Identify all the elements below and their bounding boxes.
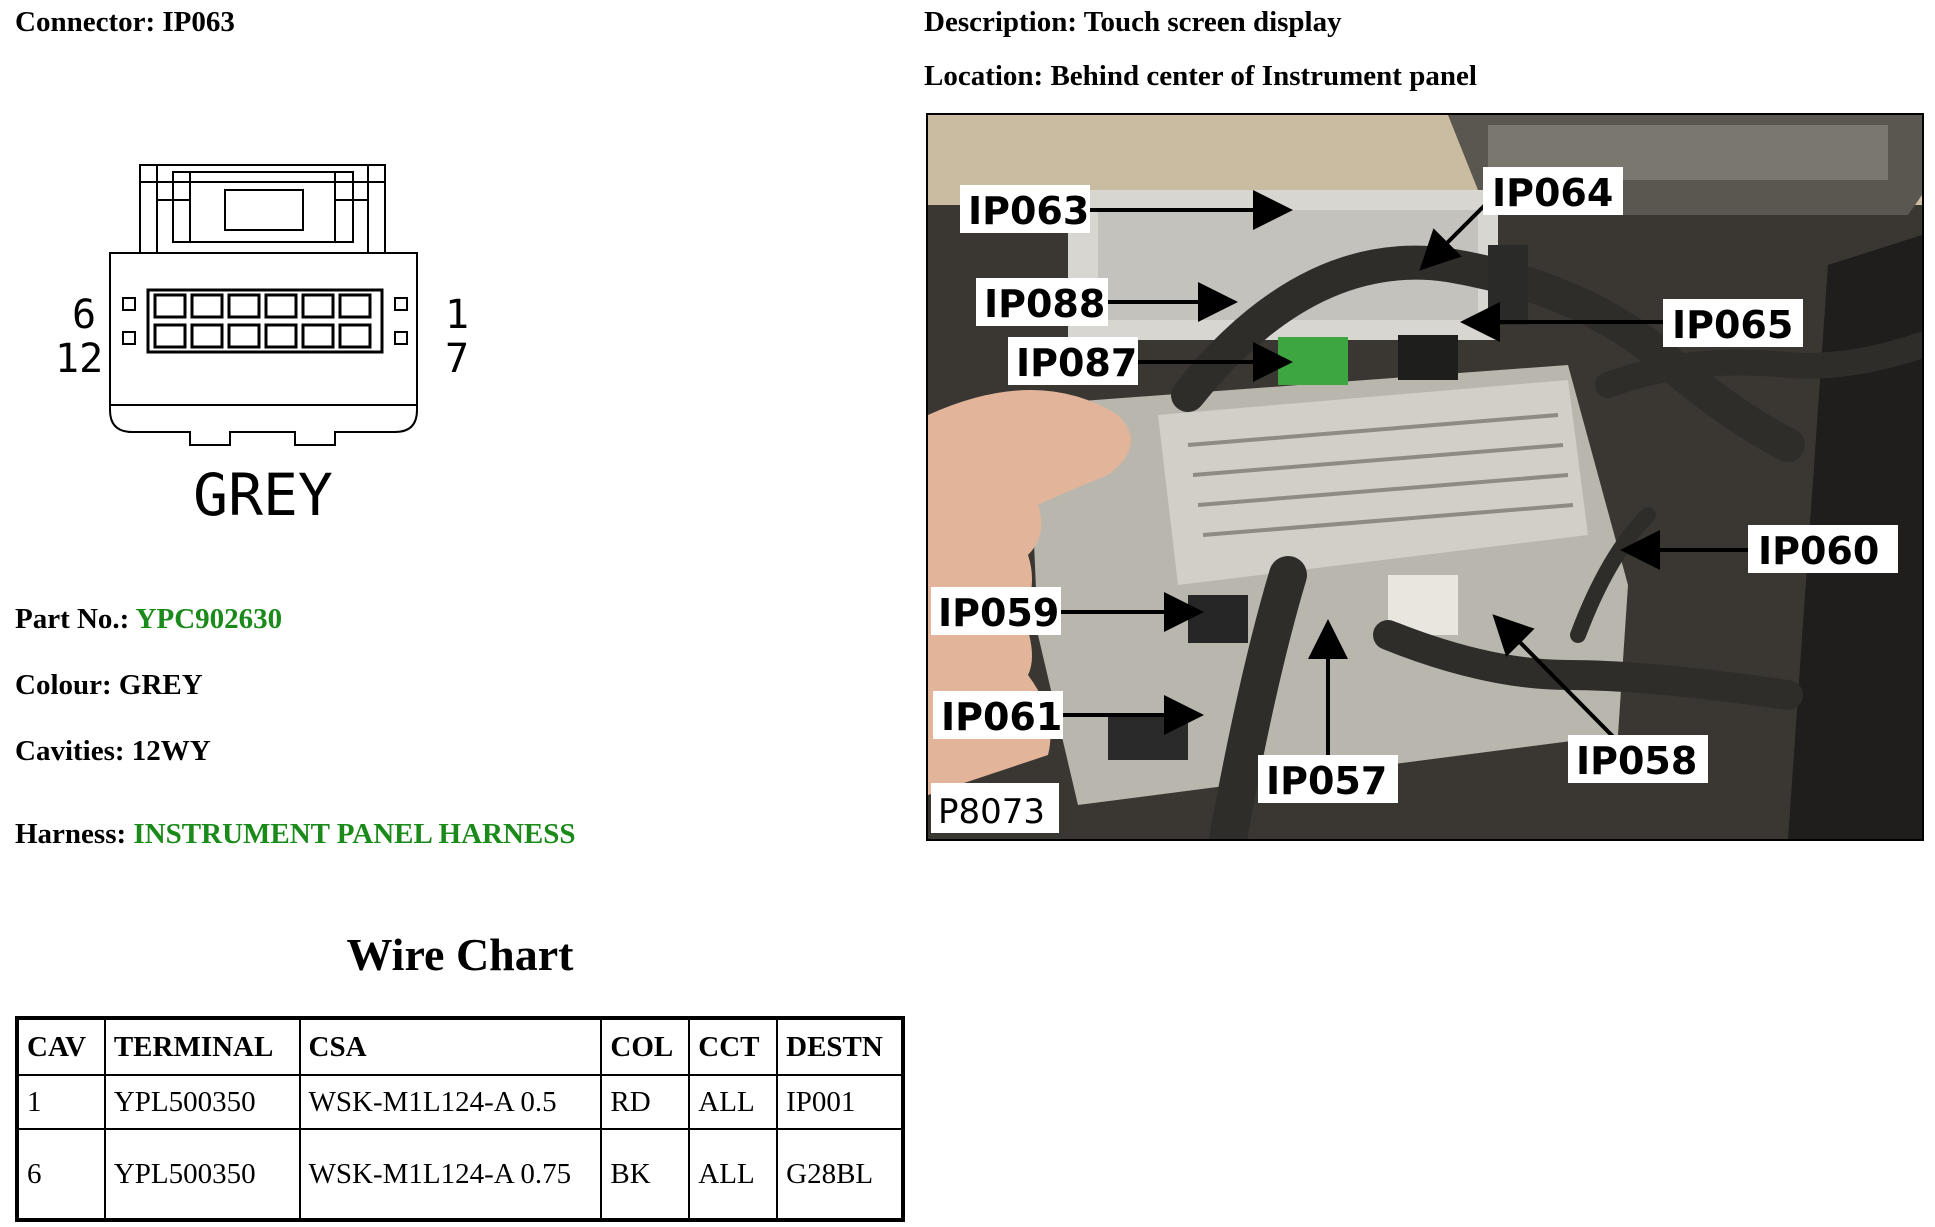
callout-ip087: IP087 [1008,337,1138,385]
cell-destn: IP001 [776,1074,904,1130]
connector-colour-text: GREY [193,461,333,529]
svg-text:IP063: IP063 [968,189,1089,233]
location-photo: IP063 IP064 IP088 IP065 IP087 IP060 [926,113,1924,841]
cavities-label: Cavities: [15,735,125,767]
column-header-cct: CCT [688,1017,779,1076]
pin-label-7: 7 [445,336,469,382]
cell-terminal: YPL500350 [103,1128,301,1221]
colour-value: GREY [118,669,203,701]
location-photo-svg: IP063 IP064 IP088 IP065 IP087 IP060 [928,115,1922,839]
callout-ip061: IP061 [933,691,1063,739]
description-value: Touch screen display [1083,6,1342,38]
callout-ip065: IP065 [1663,299,1803,347]
part-number-label: Part No.: [15,603,130,635]
table-row: 6 YPL500350 WSK-M1L124-A 0.75 BK ALL G28… [16,1128,904,1221]
callout-ip063: IP063 [960,185,1090,233]
callout-ip060: IP060 [1748,525,1898,573]
column-header-col: COL [600,1017,691,1076]
callout-ip057: IP057 [1258,755,1398,803]
figure-id-label: P8073 [931,783,1059,833]
cell-destn: G28BL [776,1128,904,1221]
harness-field: Harness: INSTRUMENT PANEL HARNESS [15,818,576,851]
table-header-row: CAV TERMINAL CSA COL CCT DESTN [16,1017,904,1076]
svg-text:IP064: IP064 [1492,171,1613,215]
svg-text:P8073: P8073 [938,792,1045,832]
column-header-csa: CSA [298,1017,603,1076]
cell-csa: WSK-M1L124-A 0.5 [298,1074,603,1130]
callout-ip088: IP088 [976,278,1108,326]
cell-cav: 6 [16,1128,106,1221]
cavity-grid [153,293,372,349]
part-number-link[interactable]: YPC902630 [135,603,283,635]
svg-text:IP057: IP057 [1266,759,1387,803]
location-label: Location: [924,60,1044,92]
cell-cct: ALL [688,1074,779,1130]
callout-ip058: IP058 [1568,735,1708,783]
column-header-cav: CAV [16,1017,106,1076]
column-header-destn: DESTN [776,1017,904,1076]
svg-text:IP088: IP088 [984,282,1105,326]
connector-field: Connector: IP063 [15,6,235,39]
callout-ip059: IP059 [931,587,1061,635]
colour-label: Colour: [15,669,112,701]
svg-text:IP060: IP060 [1758,529,1879,573]
harness-label: Harness: [15,818,127,850]
column-header-terminal: TERMINAL [103,1017,301,1076]
location-value: Behind center of Instrument panel [1050,60,1477,92]
table-row: 1 YPL500350 WSK-M1L124-A 0.5 RD ALL IP00… [16,1074,904,1130]
pin-label-12: 12 [55,336,103,382]
connector-value: IP063 [162,6,235,38]
cell-terminal: YPL500350 [103,1074,301,1130]
cell-col: RD [600,1074,691,1130]
cell-csa: WSK-M1L124-A 0.75 [298,1128,603,1221]
svg-text:IP059: IP059 [938,591,1059,635]
harness-link[interactable]: INSTRUMENT PANEL HARNESS [133,818,576,850]
connector-face-svg: 6 12 1 7 GREY [55,164,469,529]
cavities-value: 12WY [131,735,211,767]
svg-text:IP065: IP065 [1672,303,1793,347]
wire-chart-table: CAV TERMINAL CSA COL CCT DESTN 1 YPL5003… [15,1016,905,1222]
colour-field: Colour: GREY [15,669,203,702]
callout-ip064: IP064 [1483,167,1623,215]
svg-text:IP061: IP061 [941,695,1062,739]
svg-text:IP058: IP058 [1576,739,1697,783]
cell-cav: 1 [16,1074,106,1130]
svg-text:IP087: IP087 [1016,341,1137,385]
description-label: Description: [924,6,1078,38]
description-field: Description: Touch screen display [924,6,1342,39]
pin-label-6: 6 [72,292,96,338]
pin-label-1: 1 [445,292,469,338]
wire-chart-title: Wire Chart [346,929,574,980]
cell-cct: ALL [688,1128,779,1221]
cell-col: BK [600,1128,691,1221]
part-number-field: Part No.: YPC902630 [15,603,282,636]
cavities-field: Cavities: 12WY [15,735,211,768]
connector-face-diagram: 6 12 1 7 GREY [25,160,495,540]
location-field: Location: Behind center of Instrument pa… [924,60,1477,93]
connector-label: Connector: [15,6,156,38]
